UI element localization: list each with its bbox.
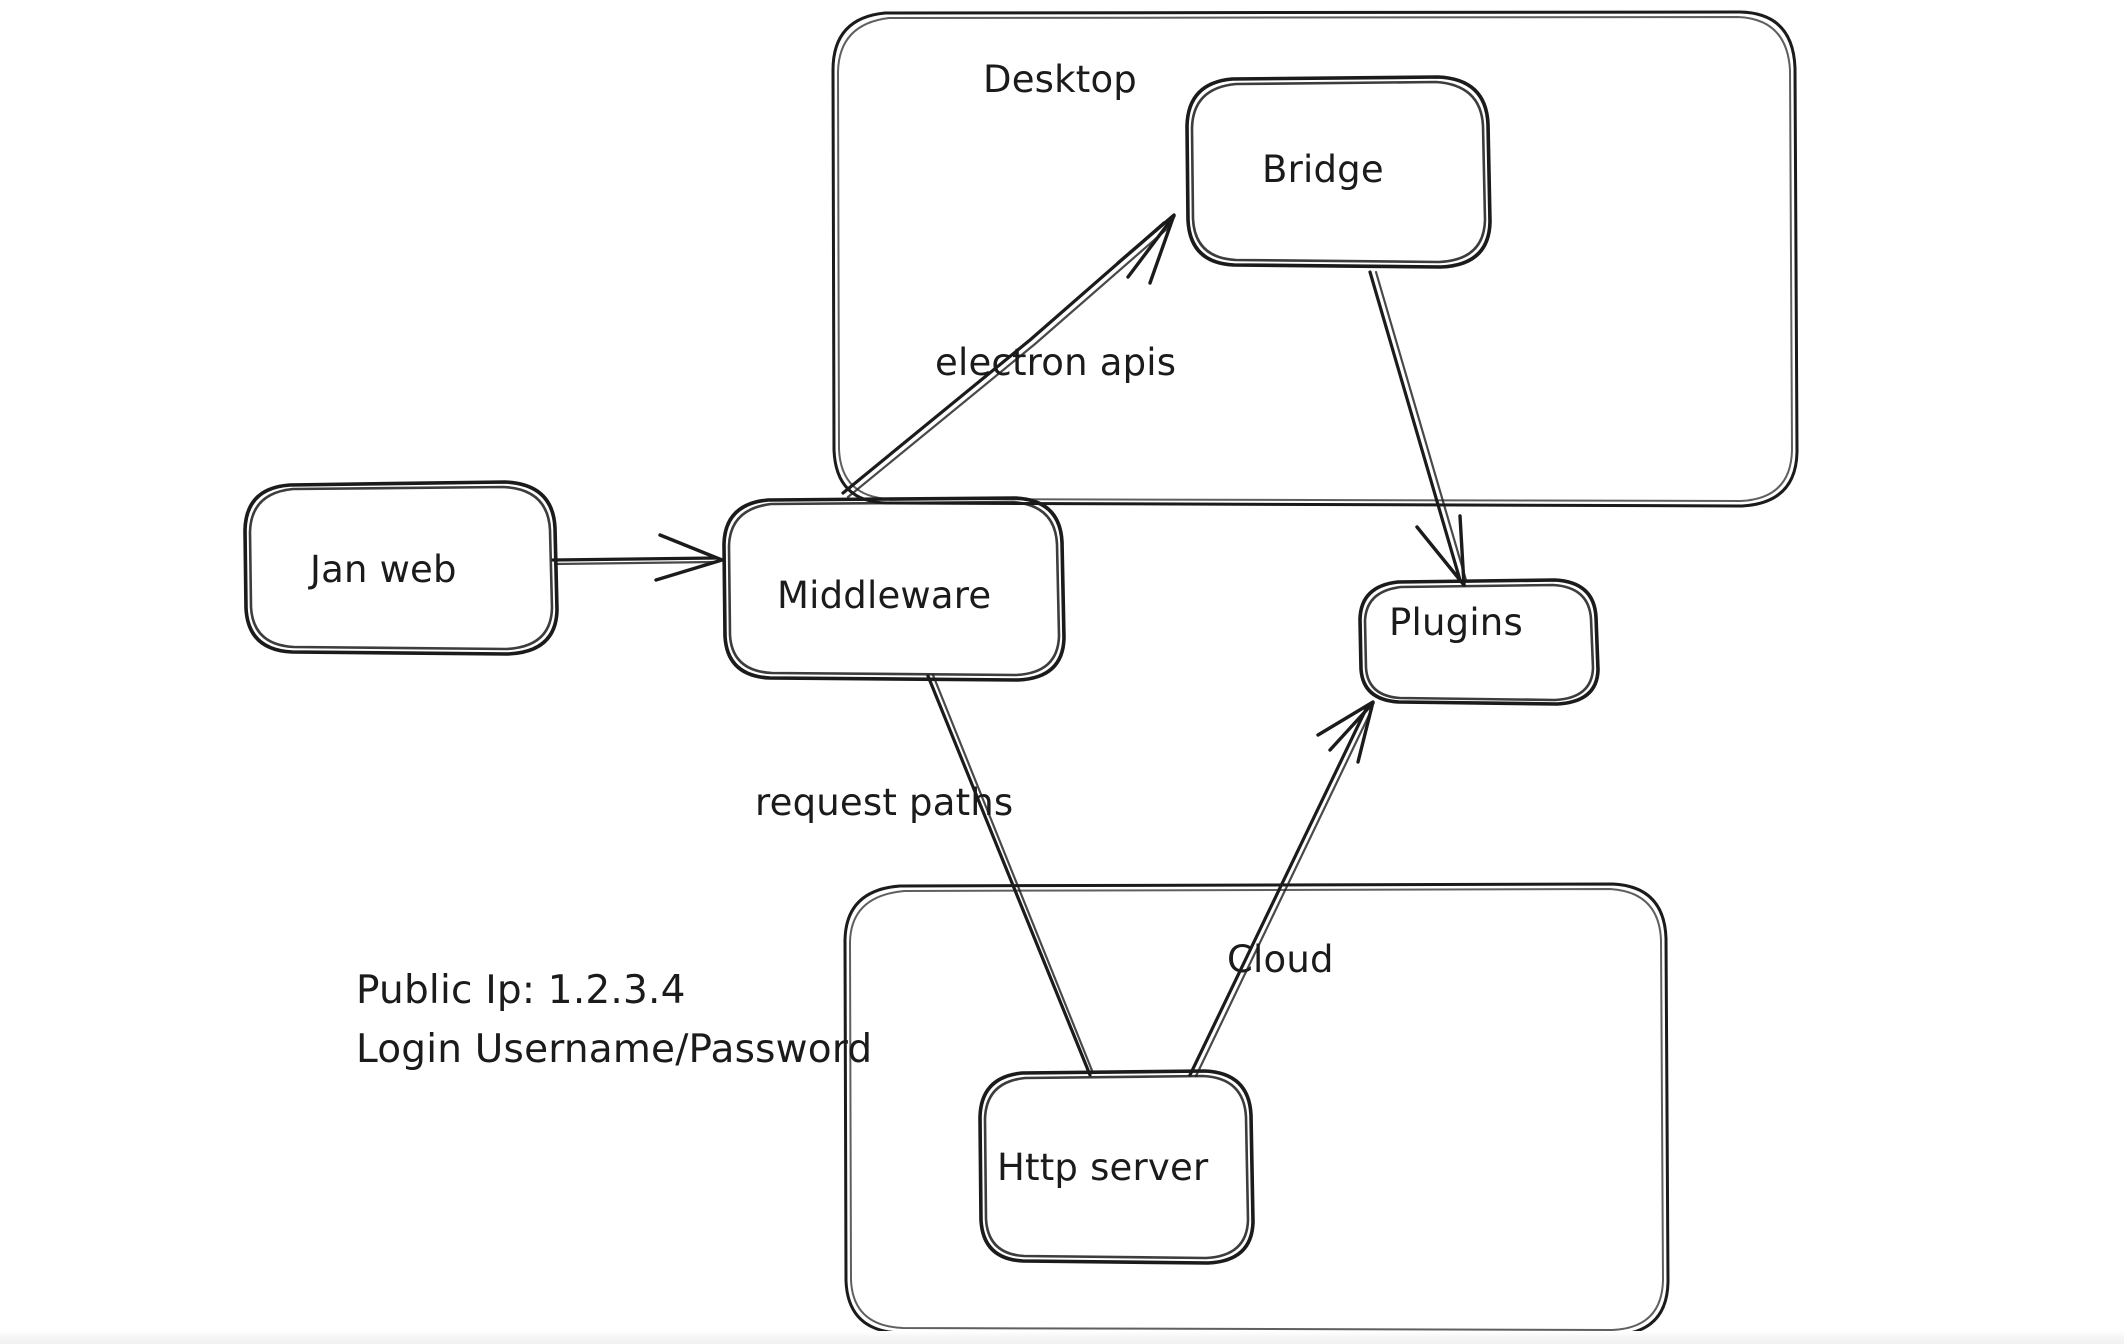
node-label-plugins: Plugins	[1389, 601, 1523, 644]
edge-label-electron-apis: electron apis	[935, 341, 1176, 384]
edge-janweb-to-middleware[interactable]	[551, 533, 724, 582]
node-jan-web[interactable]: Jan web	[243, 480, 559, 656]
edge-label-cloud: Cloud	[1227, 938, 1334, 981]
note-login: Login Username/Password	[356, 1027, 872, 1072]
note-public-ip: Public Ip: 1.2.3.4	[356, 968, 686, 1013]
canvas-bottom-edge	[0, 1331, 2124, 1344]
node-label-http-server: Http server	[997, 1146, 1209, 1189]
node-middleware[interactable]: Middleware	[722, 496, 1066, 682]
group-desktop[interactable]	[831, 10, 1799, 508]
node-bridge[interactable]: Bridge	[1185, 75, 1492, 269]
edge-middleware-to-bridge[interactable]	[841, 213, 1176, 499]
node-label-bridge: Bridge	[1262, 148, 1384, 191]
edge-httpserver-to-plugins[interactable]	[1188, 700, 1375, 1078]
edge-bridge-to-plugins[interactable]	[1368, 270, 1468, 587]
node-label-jan-web: Jan web	[308, 548, 457, 591]
edge-label-request-paths: request paths	[755, 781, 1013, 824]
edge-middleware-to-httpserver[interactable]	[926, 673, 1095, 1077]
node-http-server[interactable]: Http server	[978, 1069, 1255, 1265]
node-plugins[interactable]: Plugins	[1358, 578, 1600, 706]
notes-block: Public Ip: 1.2.3.4 Login Username/Passwo…	[356, 968, 872, 1072]
group-desktop-label: Desktop	[983, 58, 1137, 101]
node-label-middleware: Middleware	[777, 574, 991, 617]
